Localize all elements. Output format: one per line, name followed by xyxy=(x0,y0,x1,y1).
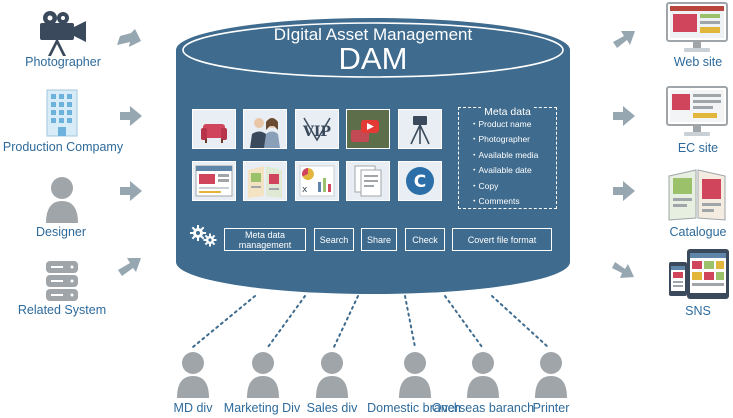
asset-sofa-thumbnail xyxy=(192,109,236,149)
asset-vip-logo-thumbnail: VIP xyxy=(295,109,339,149)
metadata-list: ・Product name ・Photographer ・Available m… xyxy=(470,117,538,209)
division-label-md: MD div xyxy=(173,401,213,415)
dam-title: DIgital Asset Management xyxy=(273,25,473,44)
output-label-website: Web site xyxy=(673,55,723,69)
overseas-branch-person-icon xyxy=(467,352,499,398)
ecsite-monitor-icon xyxy=(666,86,728,136)
dotted-line-marketing xyxy=(267,295,306,348)
metadata-item: ・Available media xyxy=(470,149,539,160)
svg-text:x: x xyxy=(302,185,308,195)
metadata-item: ・Product name xyxy=(470,119,532,129)
arrow-dam-to-sns xyxy=(612,262,634,278)
source-label-production-company: Production Compamy xyxy=(2,140,124,154)
printer-person-icon xyxy=(535,352,567,398)
metadata-item: ・Photographer xyxy=(470,134,531,145)
asset-people-thumbnail xyxy=(243,109,287,149)
metadata-management-button[interactable]: Meta data management xyxy=(224,228,306,251)
arrow-related-to-dam xyxy=(118,258,141,276)
division-label-marketing: Marketing Div xyxy=(223,401,301,415)
output-label-catalogue: Catalogue xyxy=(669,225,727,239)
database-server-icon xyxy=(46,261,78,301)
division-label-sales: Sales div xyxy=(306,401,358,415)
division-label-domestic: Domestic branch xyxy=(367,401,461,415)
svg-text:C: C xyxy=(414,172,426,192)
asset-brochure-thumbnail xyxy=(243,161,287,201)
designer-person-icon xyxy=(46,177,78,223)
office-building-icon xyxy=(46,89,78,137)
website-monitor-icon xyxy=(666,2,728,52)
sns-mobile-devices-icon xyxy=(669,249,729,299)
asset-webpage-thumbnail xyxy=(192,161,236,201)
arrow-photographer-to-dam xyxy=(117,29,141,47)
metadata-item: ・Copy xyxy=(470,180,499,191)
convert-file-format-button[interactable]: Covert file format xyxy=(452,228,552,251)
dotted-line-overseas xyxy=(444,295,483,348)
output-label-ecsite: EC site xyxy=(677,141,719,155)
gears-icon xyxy=(190,225,217,247)
division-label-overseas: Overseas baranch xyxy=(431,401,535,415)
dam-abbr: DAM xyxy=(338,41,408,76)
metadata-item: ・Available date xyxy=(470,165,532,176)
arrow-production-to-dam xyxy=(120,106,142,126)
marketing-div-person-icon xyxy=(247,352,279,398)
division-label-printer: Printer xyxy=(532,401,570,415)
arrow-designer-to-dam xyxy=(120,181,142,201)
dotted-line-sales xyxy=(333,295,359,348)
asset-video-thumbnail xyxy=(346,109,390,149)
source-label-photographer: Photographer xyxy=(25,55,101,69)
domestic-branch-person-icon xyxy=(399,352,431,398)
source-label-designer: Designer xyxy=(35,225,87,239)
sales-div-person-icon xyxy=(316,352,348,398)
arrow-dam-to-catalogue xyxy=(613,181,635,201)
metadata-item: ・Comments xyxy=(470,196,520,207)
dotted-line-md xyxy=(192,295,256,348)
source-label-related-system: Related System xyxy=(17,303,107,317)
dotted-line-printer xyxy=(491,295,549,348)
asset-documents-thumbnail xyxy=(346,161,390,201)
catalogue-booklet-icon xyxy=(668,169,726,221)
check-button[interactable]: Check xyxy=(405,228,445,251)
arrow-dam-to-website xyxy=(613,31,635,48)
arrow-dam-to-ecsite xyxy=(613,106,635,126)
search-button[interactable]: Search xyxy=(314,228,354,251)
metadata-panel: Meta data ・Product name ・Photographer ・A… xyxy=(458,106,557,209)
share-button[interactable]: Share xyxy=(361,228,397,251)
asset-copyright-thumbnail: C xyxy=(398,161,442,201)
metadata-heading: Meta data xyxy=(481,106,534,118)
md-div-person-icon xyxy=(177,352,209,398)
video-camera-icon xyxy=(40,11,86,56)
asset-camera-tripod-thumbnail xyxy=(398,109,442,149)
output-label-sns: SNS xyxy=(685,304,711,318)
dotted-line-domestic xyxy=(404,295,416,348)
asset-charts-document-thumbnail: x xyxy=(295,161,339,201)
svg-text:VIP: VIP xyxy=(302,124,331,140)
